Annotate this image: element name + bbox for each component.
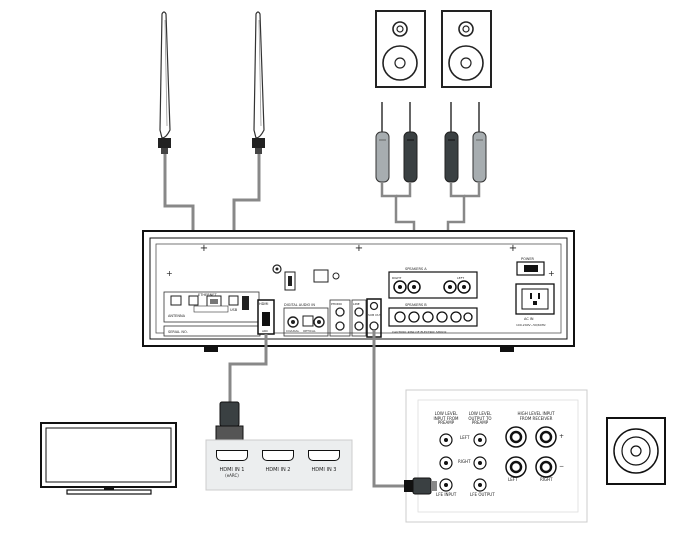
tv <box>40 422 177 495</box>
subwoofer-panel <box>405 389 588 523</box>
digital-audio-section: DIGITAL AUDIO IN COAXIAL OPTICAL <box>272 264 340 337</box>
tv-hdmi-port-2: HDMI IN 2 <box>260 450 296 473</box>
speaker-terminals: SPEAKERS A RIGHT LEFT SPEAKERS B CAUTION… <box>388 267 478 334</box>
hdmi-cable <box>228 334 268 402</box>
tv-hdmi-port-2-label: HDMI IN 2 <box>265 467 291 473</box>
speaker-left <box>375 10 426 88</box>
rca-plug <box>404 477 437 495</box>
subwoofer <box>606 417 666 485</box>
low-level-output-label: LOW LEVEL OUTPUT TO PREAMP <box>468 411 492 426</box>
tv-hdmi-port-1: HDMI IN 1 (eARC) <box>214 450 250 478</box>
sub-panel-jacks <box>439 426 557 492</box>
speakers-right-label: RIGHT <box>392 276 402 280</box>
svg-text:+: + <box>200 243 208 254</box>
lfe-input-label: LFE INPUT <box>436 492 457 497</box>
speaker-plugs <box>375 102 487 183</box>
phono-label: PHONO <box>331 302 343 306</box>
svg-text:+: + <box>355 243 363 254</box>
lfe-output-label: LFE OUTPUT <box>470 492 495 497</box>
tv-hdmi-port-3: HDMI IN 3 <box>306 450 342 473</box>
svg-text:+: + <box>166 269 173 278</box>
hdmi-arc-label: ARC <box>262 329 268 333</box>
antenna-left <box>158 11 171 154</box>
tv-hdmi-ports: HDMI IN 1 (eARC) HDMI IN 2 HDMI IN 3 <box>206 440 352 490</box>
hdmi-plug <box>215 401 244 443</box>
hl-right-label: RIGHT <box>540 477 553 482</box>
tv-hdmi-port-3-label: HDMI IN 3 <box>311 467 337 473</box>
receiver-hdmi-port: HDMI ARC <box>257 299 275 335</box>
sub-left-label: LEFT <box>460 435 470 440</box>
svg-text:+: + <box>509 243 517 254</box>
hl-plus-top: + <box>559 433 565 440</box>
coaxial-label: COAXIAL <box>286 329 299 333</box>
optical-label: OPTICAL <box>303 329 316 333</box>
speakers-b-label: SPEAKERS B <box>405 303 427 307</box>
low-level-input-label: LOW LEVEL INPUT FROM PREAMP <box>433 411 459 426</box>
svg-text:+: + <box>548 269 555 278</box>
antenna-right <box>252 11 265 154</box>
hdmi-label: HDMI <box>259 302 268 306</box>
ac-in-label: AC IN <box>524 317 534 321</box>
sub-cable <box>372 330 404 488</box>
antenna-label: ANTENNA <box>168 314 186 318</box>
serial-label: SERIAL NO. <box>168 330 188 334</box>
speakers-left-label: LEFT <box>457 276 464 280</box>
usb-label: USB <box>230 308 238 312</box>
speakers-a-label: SPEAKERS A <box>405 267 427 271</box>
speaker-right <box>441 10 492 88</box>
power-section: POWER AC IN 100-240V~50/60Hz <box>515 257 555 327</box>
tv-hdmi-port-1-label: HDMI IN 1 <box>219 467 245 473</box>
tv-hdmi-panel <box>205 439 353 491</box>
sub-right-label: RIGHT <box>458 459 471 464</box>
digital-audio-in-label: DIGITAL AUDIO IN <box>284 303 315 307</box>
line-label: LINE <box>353 302 360 306</box>
tv-hdmi-port-1-sublabel: (eARC) <box>225 473 239 478</box>
power-note: 100-240V~50/60Hz <box>516 323 546 327</box>
sub-panel-labels: LOW LEVEL INPUT FROM PREAMP LOW LEVEL OU… <box>406 390 587 522</box>
analog-inputs: PHONO LINE <box>329 299 367 337</box>
hl-minus-bottom: − <box>559 463 565 470</box>
high-level-input-label: HIGH LEVEL INPUT FROM RECEIVER <box>517 411 555 421</box>
sub-out-label: SUB OUT <box>368 313 382 317</box>
hl-left-label: LEFT <box>508 477 518 482</box>
network-module: ETHERNET USB ANTENNA <box>163 291 260 323</box>
power-label: POWER <box>521 257 535 261</box>
caution-note: CAUTION: RISK OF ELECTRIC SHOCK <box>392 330 447 334</box>
ethernet-label: ETHERNET <box>198 293 217 297</box>
